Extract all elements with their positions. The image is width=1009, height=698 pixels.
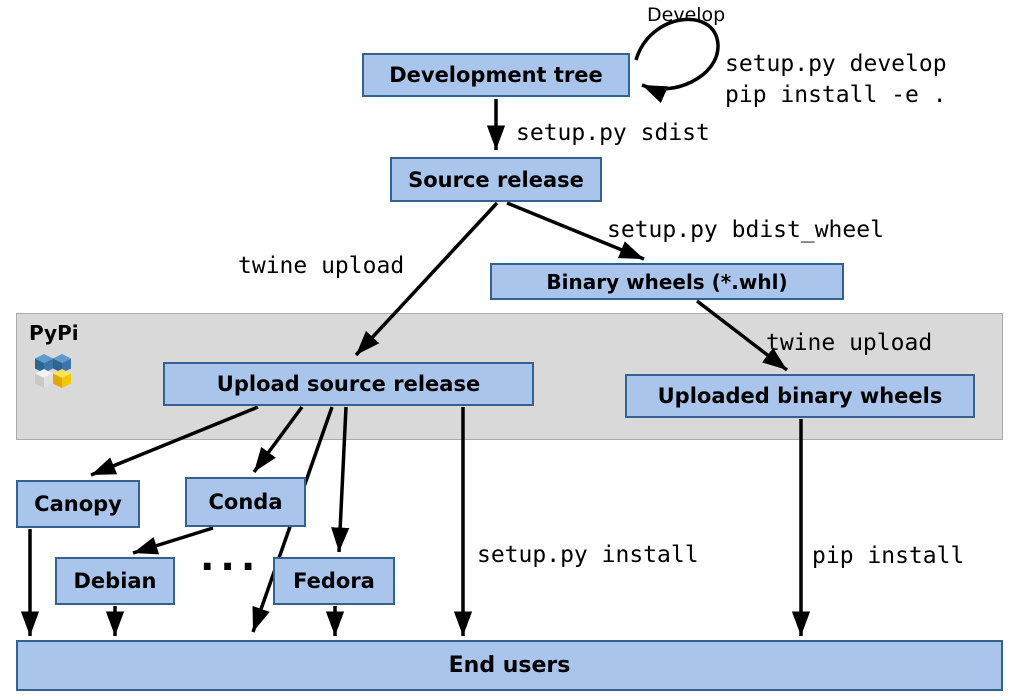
pypi-logo-icon [35,354,71,388]
arrow-upload-source-to-canopy [90,405,259,477]
label-setup-py-sdist: setup.py sdist [516,120,710,146]
label-pip-install: pip install [812,543,965,569]
label-ellipsis: ... [200,535,262,579]
node-canopy: Canopy [16,480,140,528]
node-debian: Debian [55,557,175,605]
node-end-users: End users [16,640,1003,691]
node-conda: Conda [185,477,306,527]
arrow-develop-self-loop [634,17,720,104]
node-uploaded-binary-wheels: Uploaded binary wheels [625,374,975,418]
label-setup-py-develop: setup.py develop [725,51,947,77]
arrow-upload-source-to-conda [252,405,304,474]
arrow-binary-to-uploaded-wheels [695,299,789,372]
node-binary-wheels: Binary wheels (*.whl) [490,263,844,300]
label-setup-py-install: setup.py install [477,542,699,568]
node-source-release: Source release [390,157,602,202]
label-twine-upload-source: twine upload [238,253,405,279]
node-upload-source-release: Upload source release [163,362,534,406]
arrow-conda-to-debian [132,526,214,555]
arrow-source-to-binary-wheels [506,201,645,261]
arrow-upload-source-to-fedora [331,406,350,553]
node-development-tree: Development tree [362,53,630,97]
label-develop: Develop [647,4,726,26]
label-setup-py-bdist-wheel: setup.py bdist_wheel [607,217,884,243]
arrow-source-to-upload-source [354,201,499,357]
label-pip-install-e: pip install -e . [725,82,947,108]
label-twine-upload-wheels: twine upload [766,330,933,356]
pypi-band-label: PyPi [29,321,79,345]
node-fedora: Fedora [273,557,395,605]
